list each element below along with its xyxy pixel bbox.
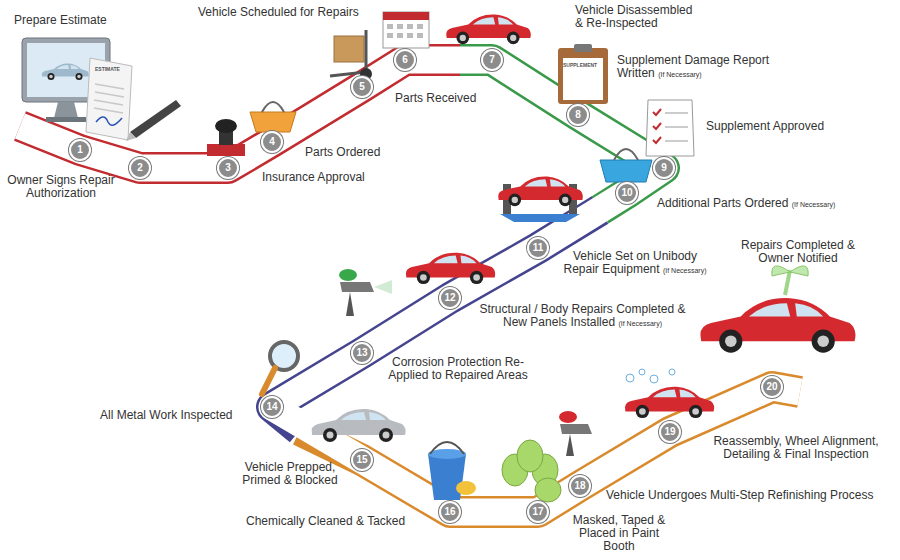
- label-box: Structural / Body Repairs Completed & Ne…: [470, 303, 695, 330]
- step-number-circle: 13: [351, 342, 373, 364]
- step-number: 2: [137, 163, 143, 173]
- step-number-circle: 8: [567, 104, 589, 126]
- step-label: Reassembly, Wheel Alignment, Detailing &…: [713, 434, 878, 461]
- step-number-circle: 3: [217, 157, 239, 179]
- label-box: Repairs Completed & Owner Notified: [738, 239, 858, 265]
- step-number-circle: 7: [481, 49, 503, 71]
- step-number-circle: 2: [129, 157, 151, 179]
- step-number: 18: [574, 481, 585, 491]
- label-box: All Metal Work Inspected: [100, 409, 233, 422]
- step-number-circle: 1: [69, 139, 91, 161]
- step-number: 19: [664, 427, 675, 437]
- step-label: Insurance Approval: [262, 170, 365, 184]
- label-box: Vehicle Set on Unibody Repair Equipment …: [560, 250, 710, 277]
- label-box: Parts Received: [395, 92, 476, 105]
- label-box: Owner Signs Repair Authorization: [2, 174, 120, 200]
- step-number: 14: [266, 402, 277, 412]
- step-number: 9: [661, 163, 667, 173]
- label-box: Vehicle Prepped, Primed & Blocked: [234, 461, 346, 487]
- step-number-circle: 11: [527, 237, 549, 259]
- step-label: Vehicle Scheduled for Repairs: [198, 5, 359, 19]
- step-label: Masked, Taped & Placed in Paint Booth: [573, 513, 666, 553]
- label-box: Vehicle Disassembled & Re-Inspected: [575, 4, 701, 30]
- step-label: Vehicle Prepped, Primed & Blocked: [242, 460, 337, 487]
- step-number: 11: [533, 243, 544, 253]
- step-label: Corrosion Protection Re-Applied to Repai…: [388, 355, 527, 382]
- step-number: 1: [77, 145, 83, 155]
- step-label: Parts Received: [395, 91, 476, 105]
- step-label: Vehicle Disassembled & Re-Inspected: [575, 3, 692, 30]
- label-box: Supplement Approved: [706, 120, 824, 133]
- step-number-circle: 16: [439, 501, 461, 523]
- step-number: 10: [621, 188, 632, 198]
- label-box: Supplement Damage Report Written (If Nec…: [617, 54, 787, 81]
- step-label: Owner Signs Repair Authorization: [7, 173, 114, 200]
- step-label: Supplement Approved: [706, 119, 824, 133]
- step-number: 8: [575, 110, 581, 120]
- note-text: (If Necessary): [618, 320, 662, 327]
- note-text: (If Necessary): [658, 71, 702, 78]
- step-label: Vehicle Undergoes Multi-Step Refinishing…: [606, 488, 873, 502]
- step-number: 3: [225, 163, 231, 173]
- step-number-circle: 5: [351, 76, 373, 98]
- step-number: 20: [766, 382, 777, 392]
- label-box: Vehicle Undergoes Multi-Step Refinishing…: [606, 489, 873, 502]
- note-text: (If Necessary): [792, 201, 836, 208]
- note-text: (If Necessary): [663, 267, 707, 274]
- step-number-circle: 4: [261, 131, 283, 153]
- label-box: Parts Ordered: [305, 146, 380, 159]
- step-label: Prepare Estimate: [14, 13, 107, 27]
- step-number-circle: 20: [761, 376, 783, 398]
- step-number-circle: 6: [394, 49, 416, 71]
- label-box: Masked, Taped & Placed in Paint Booth: [563, 514, 675, 553]
- step-number: 16: [444, 507, 455, 517]
- step-number-circle: 17: [527, 501, 549, 523]
- step-number: 5: [359, 82, 365, 92]
- step-label: Repairs Completed & Owner Notified: [741, 238, 855, 265]
- step-number: 4: [269, 137, 275, 147]
- step-label: All Metal Work Inspected: [100, 408, 233, 422]
- step-number-circle: 12: [439, 287, 461, 309]
- step-number: 12: [444, 293, 455, 303]
- label-box: Vehicle Scheduled for Repairs: [198, 6, 359, 19]
- label-box: SUPPLEMENT: [563, 60, 597, 68]
- step-number: 15: [356, 455, 367, 465]
- step-number-circle: 10: [616, 182, 638, 204]
- label-box: Prepare Estimate: [14, 14, 107, 27]
- step-number: 13: [356, 348, 367, 358]
- icon-text: ESTIMATE: [95, 66, 120, 72]
- label-box: Insurance Approval: [262, 171, 365, 184]
- label-box: Additional Parts Ordered (If Necessary): [657, 197, 835, 211]
- icon-text: SUPPLEMENT: [563, 62, 597, 68]
- label-box: Corrosion Protection Re-Applied to Repai…: [388, 356, 528, 382]
- step-number: 7: [489, 55, 495, 65]
- step-number-circle: 15: [351, 449, 373, 471]
- label-box: ESTIMATE: [95, 64, 120, 72]
- step-number-circle: 14: [261, 396, 283, 418]
- step-number: 17: [532, 507, 543, 517]
- label-box: Chemically Cleaned & Tacked: [246, 515, 405, 528]
- step-label: Chemically Cleaned & Tacked: [246, 514, 405, 528]
- label-box: Reassembly, Wheel Alignment, Detailing &…: [698, 435, 894, 461]
- step-label: Additional Parts Ordered: [657, 196, 788, 210]
- step-label: Parts Ordered: [305, 145, 380, 159]
- step-number-circle: 9: [653, 157, 675, 179]
- step-number-circle: 18: [569, 475, 591, 497]
- step-number-circle: 19: [659, 421, 681, 443]
- step-number: 6: [402, 55, 408, 65]
